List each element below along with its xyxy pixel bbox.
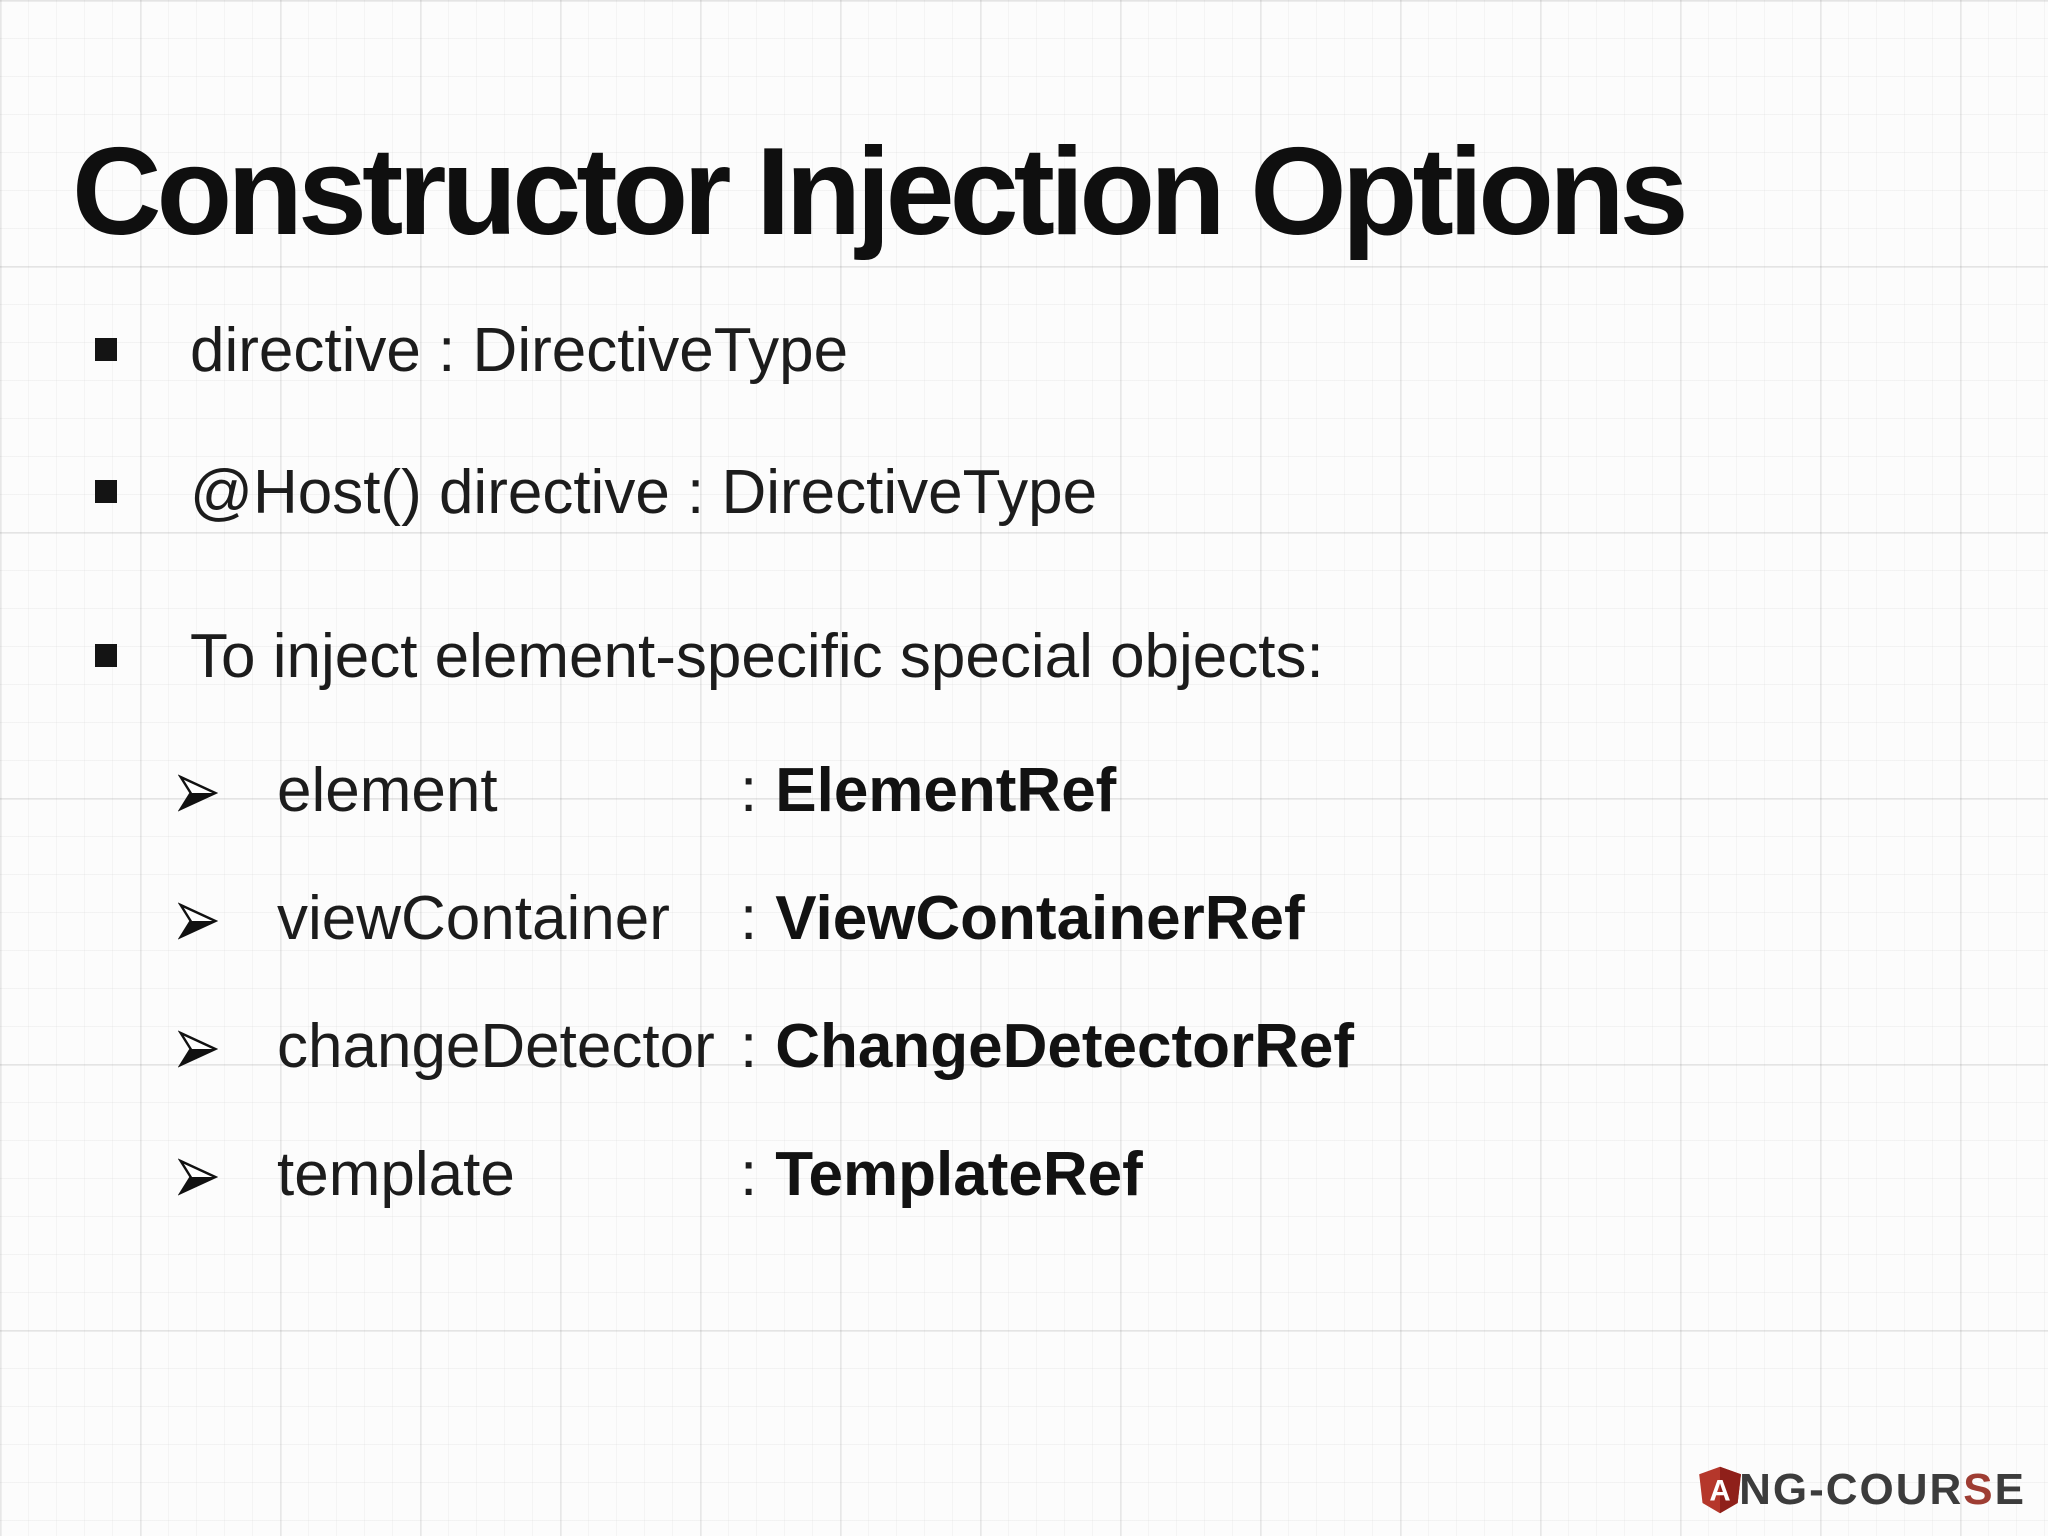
arrowhead-icon [178, 902, 218, 940]
arrowhead-icon [178, 1158, 218, 1196]
square-bullet-icon [95, 338, 117, 361]
sub-bullet-label: element [277, 756, 498, 825]
bullet-item-host-directive: @Host() directive : DirectiveType [0, 454, 1097, 532]
sub-bullet-type: ElementRef [775, 756, 1117, 825]
svg-text:A: A [1709, 1475, 1730, 1508]
bullet-item-directive: directive : DirectiveType [0, 312, 848, 390]
sub-bullet-colon: : [740, 756, 758, 825]
square-bullet-icon [95, 480, 117, 503]
arrowhead-icon [178, 1030, 218, 1068]
bullet-text: To inject element-specific special objec… [190, 622, 1324, 691]
sub-bullet-colon: : [740, 884, 758, 953]
sub-bullet-label: changeDetector [277, 1012, 715, 1081]
slide-title: Constructor Injection Options [72, 123, 1689, 262]
logo-text-highlight: S [1963, 1465, 1995, 1514]
logo-text-part1: NG-COUR [1739, 1465, 1964, 1514]
square-bullet-icon [95, 644, 117, 667]
sub-bullet-label: viewContainer [277, 884, 670, 953]
bullet-text: @Host() directive : DirectiveType [190, 458, 1098, 527]
sub-bullet-item-view-container: viewContainer : ViewContainerRef [0, 880, 1305, 958]
logo-text: NG-COURSE [1739, 1468, 2026, 1512]
sub-bullet-item-template: template : TemplateRef [0, 1136, 1143, 1214]
angular-shield-icon: A [1699, 1466, 1742, 1514]
logo-text-part2: E [1994, 1465, 2026, 1514]
sub-bullet-colon: : [740, 1012, 758, 1081]
sub-bullet-type: ChangeDetectorRef [775, 1012, 1355, 1081]
bullet-item-inject-special-objects: To inject element-specific special objec… [0, 618, 1324, 696]
sub-bullet-colon: : [740, 1140, 758, 1209]
bullet-text: directive : DirectiveType [190, 316, 849, 385]
sub-bullet-label: template [277, 1140, 515, 1209]
sub-bullet-type: TemplateRef [775, 1140, 1143, 1209]
sub-bullet-type: ViewContainerRef [775, 884, 1305, 953]
arrowhead-icon [178, 774, 218, 812]
sub-bullet-item-element: element : ElementRef [0, 752, 1116, 830]
sub-bullet-item-change-detector: changeDetector : ChangeDetectorRef [0, 1008, 1354, 1086]
ang-course-logo: A NG-COURSE [1697, 1458, 2026, 1522]
